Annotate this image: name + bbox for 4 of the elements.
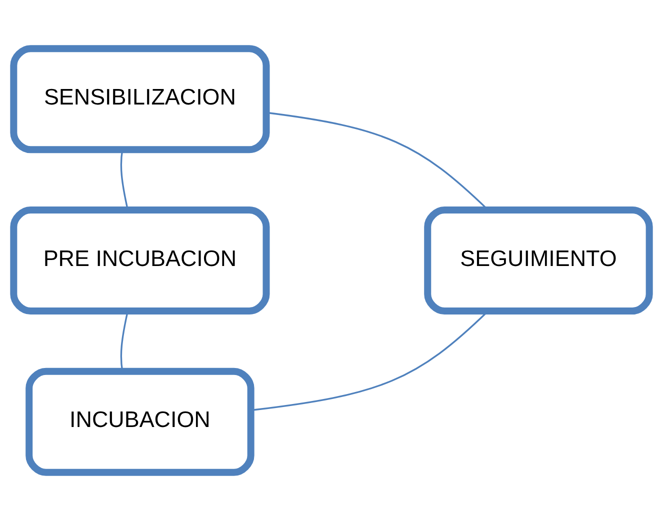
node-box: SEGUIMIENTO bbox=[424, 206, 653, 314]
node-box: PRE INCUBACION bbox=[10, 206, 270, 314]
node-box: INCUBACION bbox=[26, 367, 254, 476]
node-box: SENSIBILIZACION bbox=[10, 44, 270, 153]
